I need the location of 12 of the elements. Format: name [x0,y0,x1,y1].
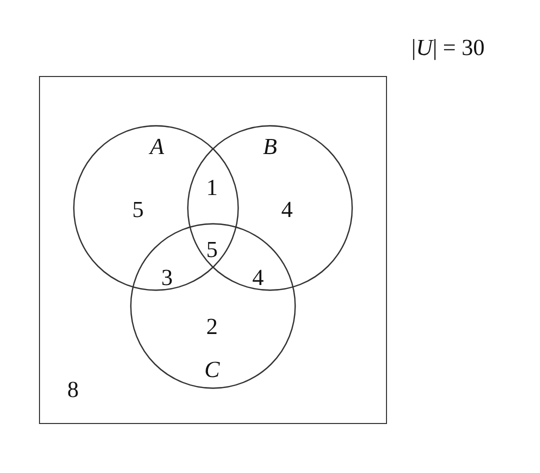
region-count: 4 [252,266,264,290]
universe-size-label: |U| = 30 [411,36,485,60]
region-count: 3 [161,266,173,290]
region-count: 2 [206,314,218,340]
set-label: A [150,134,164,160]
set-label: B [262,134,278,160]
region-count: 5 [206,238,218,262]
set-label: C [204,358,220,382]
region-count: 4 [281,198,293,222]
region-count: 8 [67,378,79,402]
region-count: 1 [206,176,218,200]
region-count: 5 [132,198,144,222]
